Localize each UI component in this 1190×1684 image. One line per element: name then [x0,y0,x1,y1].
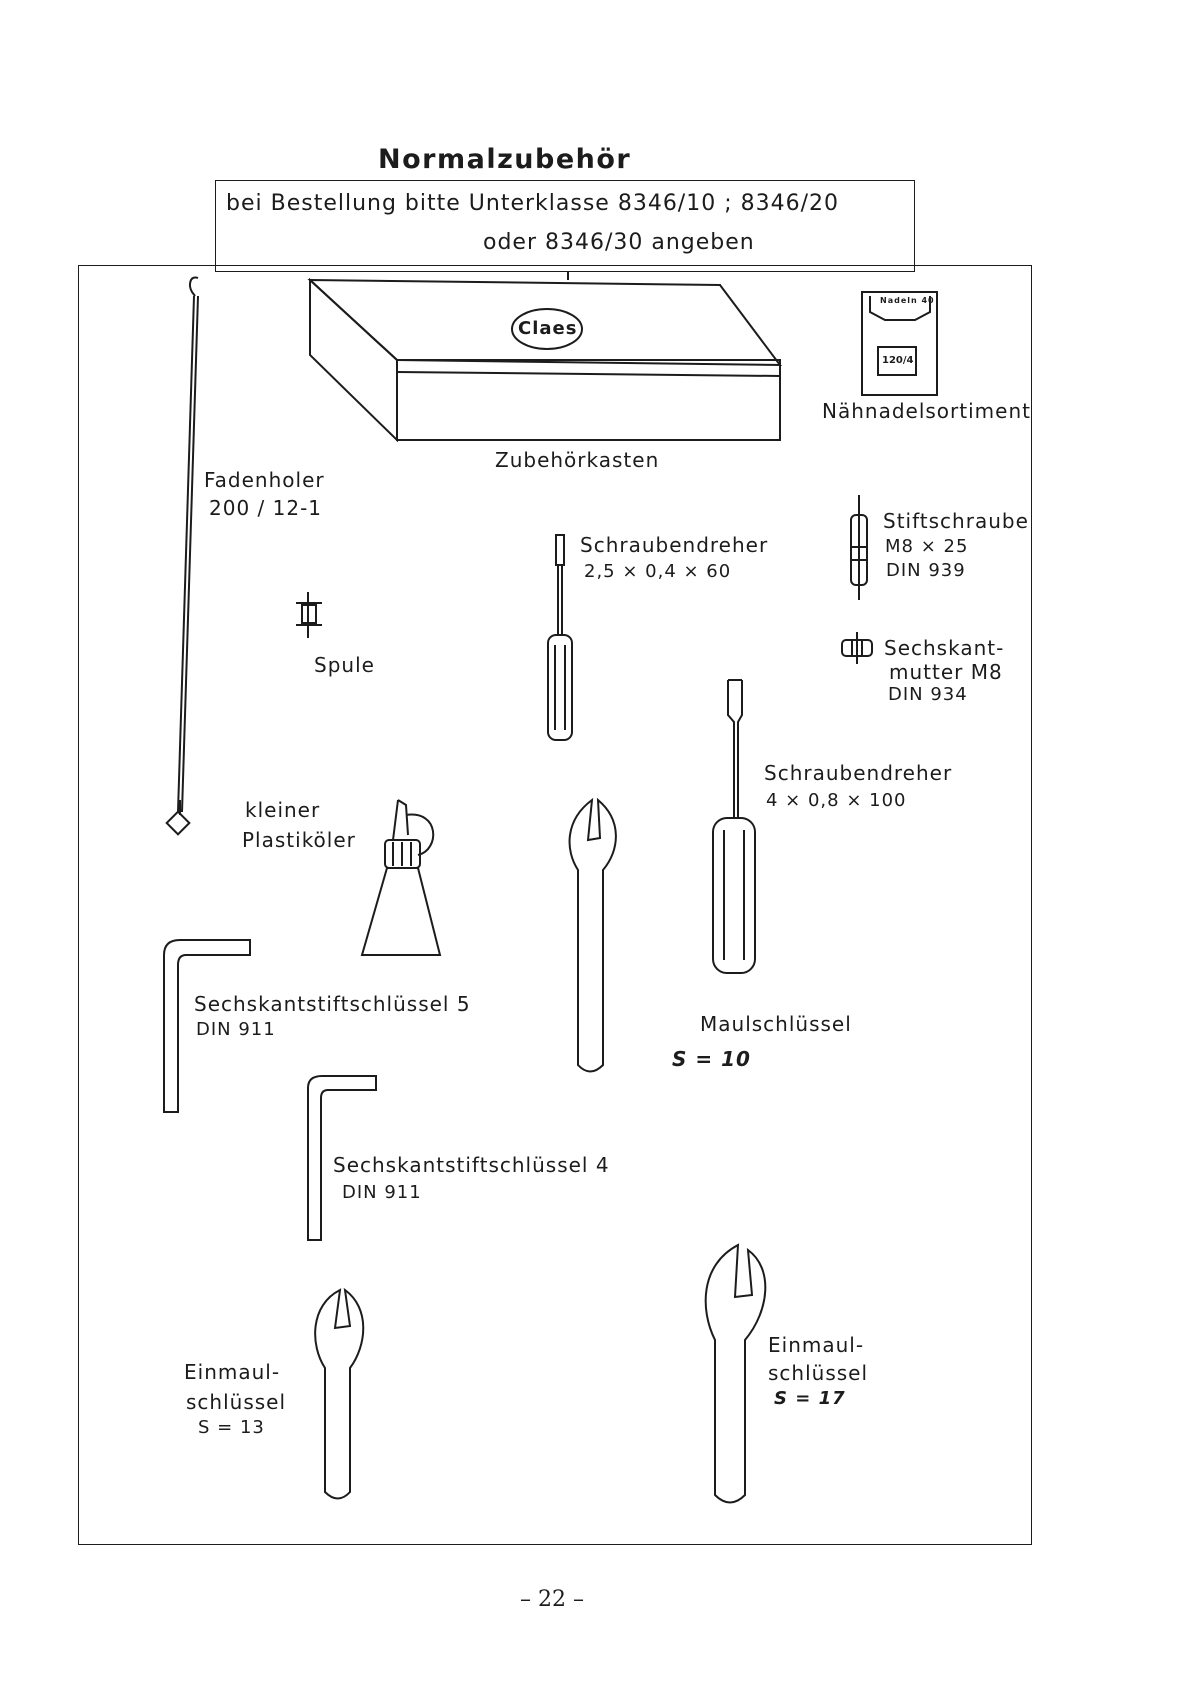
large-screwdriver-label: Schraubendreher [764,761,953,785]
order-note-box [215,180,915,272]
thread-puller-code: 200 / 12-1 [209,496,323,520]
order-note-line-2: oder 8346/30 angeben [483,230,755,255]
small-screwdriver-label: Schraubendreher [580,533,769,557]
open-wrench-size: S = 10 [672,1047,751,1071]
small-screwdriver-size: 2,5 × 0,4 × 60 [584,561,732,582]
box-logo: Claes [518,318,578,339]
small-screwdriver-drawing [547,534,573,741]
stud-screw-size: M8 × 25 [885,536,969,557]
order-note-line-1: bei Bestellung bitte Unterklasse 8346/10… [226,191,840,216]
stud-screw-din: DIN 939 [886,560,966,581]
stud-screw-drawing [850,495,868,600]
hex-key-5-label: Sechskantstiftschlüssel 5 [194,992,471,1016]
wrench-17-size: S = 17 [774,1388,846,1409]
plastic-oiler-drawing [360,799,442,956]
hex-key-4-label: Sechskantstiftschlüssel 4 [333,1153,610,1177]
accessories-frame [78,265,1032,1545]
oiler-label-2: Plastiköler [242,828,356,852]
accessory-box-drawing [307,277,783,443]
large-screwdriver-size: 4 × 0,8 × 100 [766,790,907,811]
wrench-13-drawing [314,1287,365,1500]
wrench-17-drawing [704,1243,767,1504]
needle-pack-number: 120/4 [882,355,914,366]
wrench-13-label-2: schlüssel [186,1390,287,1414]
hex-nut-din: DIN 934 [888,684,968,705]
hex-nut-drawing [841,632,873,664]
oiler-label-1: kleiner [245,798,321,822]
accessory-box-label: Zubehörkasten [495,448,660,472]
spool-label: Spule [314,653,375,677]
wrench-17-label-2: schlüssel [768,1361,869,1385]
needle-pack-drawing [861,291,938,396]
hex-nut-label-1: Sechskant- [884,636,1005,660]
wrench-17-label-1: Einmaul- [768,1333,865,1357]
open-wrench-drawing [568,797,617,1073]
stud-screw-label: Stiftschraube [883,509,1029,533]
thread-puller-label: Fadenholer [204,468,325,492]
needle-set-label: Nähnadelsortiment [822,399,1031,423]
hex-key-5-drawing [163,939,251,1113]
hex-nut-label-2: mutter M8 [889,660,1003,684]
page-number: – 22 – [520,1587,584,1612]
hex-key-5-din: DIN 911 [196,1019,276,1040]
needle-pack-top-text: Nadeln 40 [880,296,935,305]
hex-key-4-din: DIN 911 [342,1182,422,1203]
spool-drawing [296,592,322,638]
open-wrench-label: Maulschlüssel [700,1012,852,1036]
wrench-13-size: S = 13 [198,1417,265,1438]
hex-key-4-drawing [307,1075,377,1241]
wrench-13-label-1: Einmaul- [184,1360,281,1384]
large-screwdriver-drawing [712,679,756,974]
thread-puller-drawing [165,276,199,836]
page-title: Normalzubehör [378,144,632,175]
